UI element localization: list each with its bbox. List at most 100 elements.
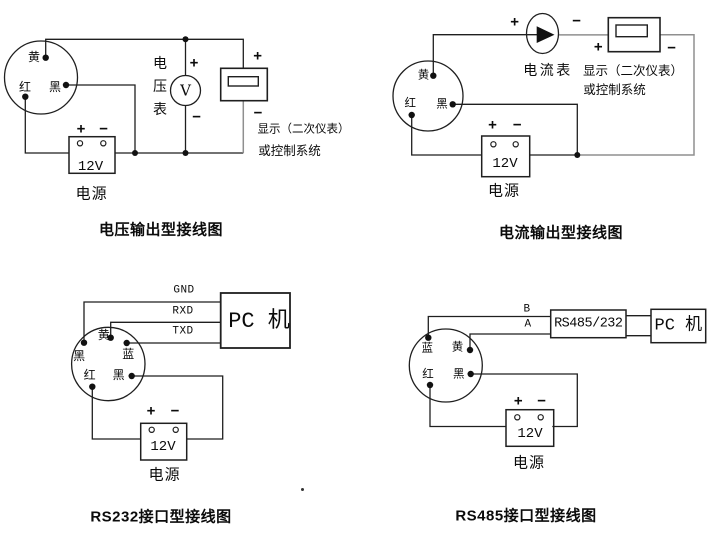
ammeter-arrow xyxy=(536,26,555,43)
wire-red-to-psu xyxy=(429,385,506,428)
signal-label-gnd: GND xyxy=(173,284,195,297)
psu-minus-label: − xyxy=(512,116,522,134)
wire-label-red: 红 xyxy=(422,367,434,380)
pin-red xyxy=(89,383,96,390)
psu-box xyxy=(68,135,116,175)
wire-label-yellow: 黄 xyxy=(27,49,41,64)
wire-label-red: 红 xyxy=(404,96,417,109)
display-minus: − xyxy=(667,39,677,56)
display-caption-line1: 显示（二次仪表） xyxy=(583,63,684,78)
psu-minus-label: − xyxy=(537,392,547,409)
pc-box xyxy=(219,292,291,349)
pin-blue xyxy=(123,339,130,347)
wire-label-red: 红 xyxy=(18,79,32,94)
voltage-diagram xyxy=(3,36,269,175)
psu-box xyxy=(480,135,531,178)
wire-black-down xyxy=(452,103,578,155)
ammeter-circle xyxy=(525,12,560,55)
ammeter-plus: + xyxy=(510,13,520,31)
junction-dot xyxy=(182,150,189,156)
signal-label-b: B xyxy=(523,303,531,315)
junction-dot xyxy=(132,150,138,156)
pin-black xyxy=(449,101,456,108)
ammeter-minus: − xyxy=(572,12,582,30)
voltmeter-symbol: V xyxy=(180,81,191,99)
pin-yellow xyxy=(107,334,114,341)
display-window xyxy=(227,75,260,87)
signal-label-rxd: RXD xyxy=(172,305,194,318)
voltage-diagram-title: 电压输出型接线图 xyxy=(98,221,224,239)
pin-black xyxy=(62,81,70,89)
psu-label: 电源 xyxy=(148,466,181,484)
pc-label: PC 机 xyxy=(228,309,290,334)
psu-terminal-minus xyxy=(172,426,179,433)
wire-label-black-bottom: 黑 xyxy=(112,368,125,383)
display-window xyxy=(615,24,648,38)
signal-label-txd: TXD xyxy=(172,325,194,338)
wire-label-black-top: 黑 xyxy=(73,348,86,363)
wire-label-black: 黑 xyxy=(453,367,465,380)
sensor-connector-circle xyxy=(3,40,79,115)
voltmeter-label: 电压表 xyxy=(152,55,168,125)
psu-terminal-minus xyxy=(512,141,519,148)
psu-plus-label: + xyxy=(488,116,497,134)
wire-red-to-psu xyxy=(91,386,141,440)
stray-mark xyxy=(300,488,304,491)
wire-black-to-rail xyxy=(131,375,224,440)
junction-dot xyxy=(182,36,189,43)
psu-minus-label: − xyxy=(170,402,180,420)
wire-label-black: 黑 xyxy=(436,97,448,110)
psu-voltage: 12V xyxy=(517,426,543,442)
psu-minus-label: − xyxy=(99,120,109,137)
psu-plus-label: + xyxy=(513,392,523,409)
voltmeter-circle xyxy=(169,74,202,107)
wire-label-yellow: 黄 xyxy=(451,341,464,354)
display-caption-line1: 显示（二次仪表） xyxy=(257,123,350,136)
psu-plus-label: + xyxy=(76,120,86,138)
rs485-diagram-title: RS485接口型接线图 xyxy=(455,507,597,525)
psu-voltage: 12V xyxy=(150,439,176,456)
pin-black-bottom xyxy=(128,372,135,380)
pin-blue xyxy=(425,334,432,341)
current-diagram-title: 电流输出型接线图 xyxy=(498,224,624,241)
psu-terminal-plus xyxy=(514,414,521,421)
wire-black-to-rail xyxy=(470,373,578,428)
sensor-connector-circle xyxy=(70,326,146,402)
pin-yellow xyxy=(42,54,49,61)
wire-rxd xyxy=(110,321,221,338)
display-box xyxy=(219,67,269,102)
pin-black-top xyxy=(80,339,88,346)
converter-box xyxy=(549,309,627,339)
converter-label: RS485/232 xyxy=(554,316,623,332)
rs485-diagram xyxy=(408,308,707,448)
wire-red-to-psu xyxy=(411,115,482,156)
wire-yellow-to-ammeter xyxy=(432,34,537,76)
display-plus: + xyxy=(253,47,263,65)
psu-box xyxy=(505,408,555,448)
pc-label: PC 机 xyxy=(654,316,703,335)
display-box xyxy=(607,16,661,53)
sensor-connector-circle xyxy=(408,328,483,403)
pin-red xyxy=(426,381,434,389)
psu-terminal-plus xyxy=(148,426,155,433)
wire-label-blue: 蓝 xyxy=(122,346,135,361)
psu-voltage: 12V xyxy=(77,158,104,175)
wire-label-black: 黑 xyxy=(48,79,62,94)
wire-label-yellow: 黄 xyxy=(417,68,430,81)
wire-yellow-to-top-rail xyxy=(45,38,244,69)
wire-b xyxy=(427,315,551,338)
wire-a xyxy=(469,333,551,350)
sensor-connector-circle xyxy=(392,60,464,132)
voltmeter-plus: + xyxy=(189,54,199,72)
pin-yellow xyxy=(466,346,474,354)
rs232-diagram xyxy=(70,292,291,461)
psu-terminal-minus xyxy=(537,414,544,421)
psu-label: 电源 xyxy=(75,185,108,203)
pin-red xyxy=(22,93,29,100)
junction-dot xyxy=(574,152,581,158)
wire-label-yellow: 黄 xyxy=(97,327,110,342)
pc-box xyxy=(650,308,707,344)
rs232-diagram-title: RS232接口型接线图 xyxy=(90,508,232,526)
